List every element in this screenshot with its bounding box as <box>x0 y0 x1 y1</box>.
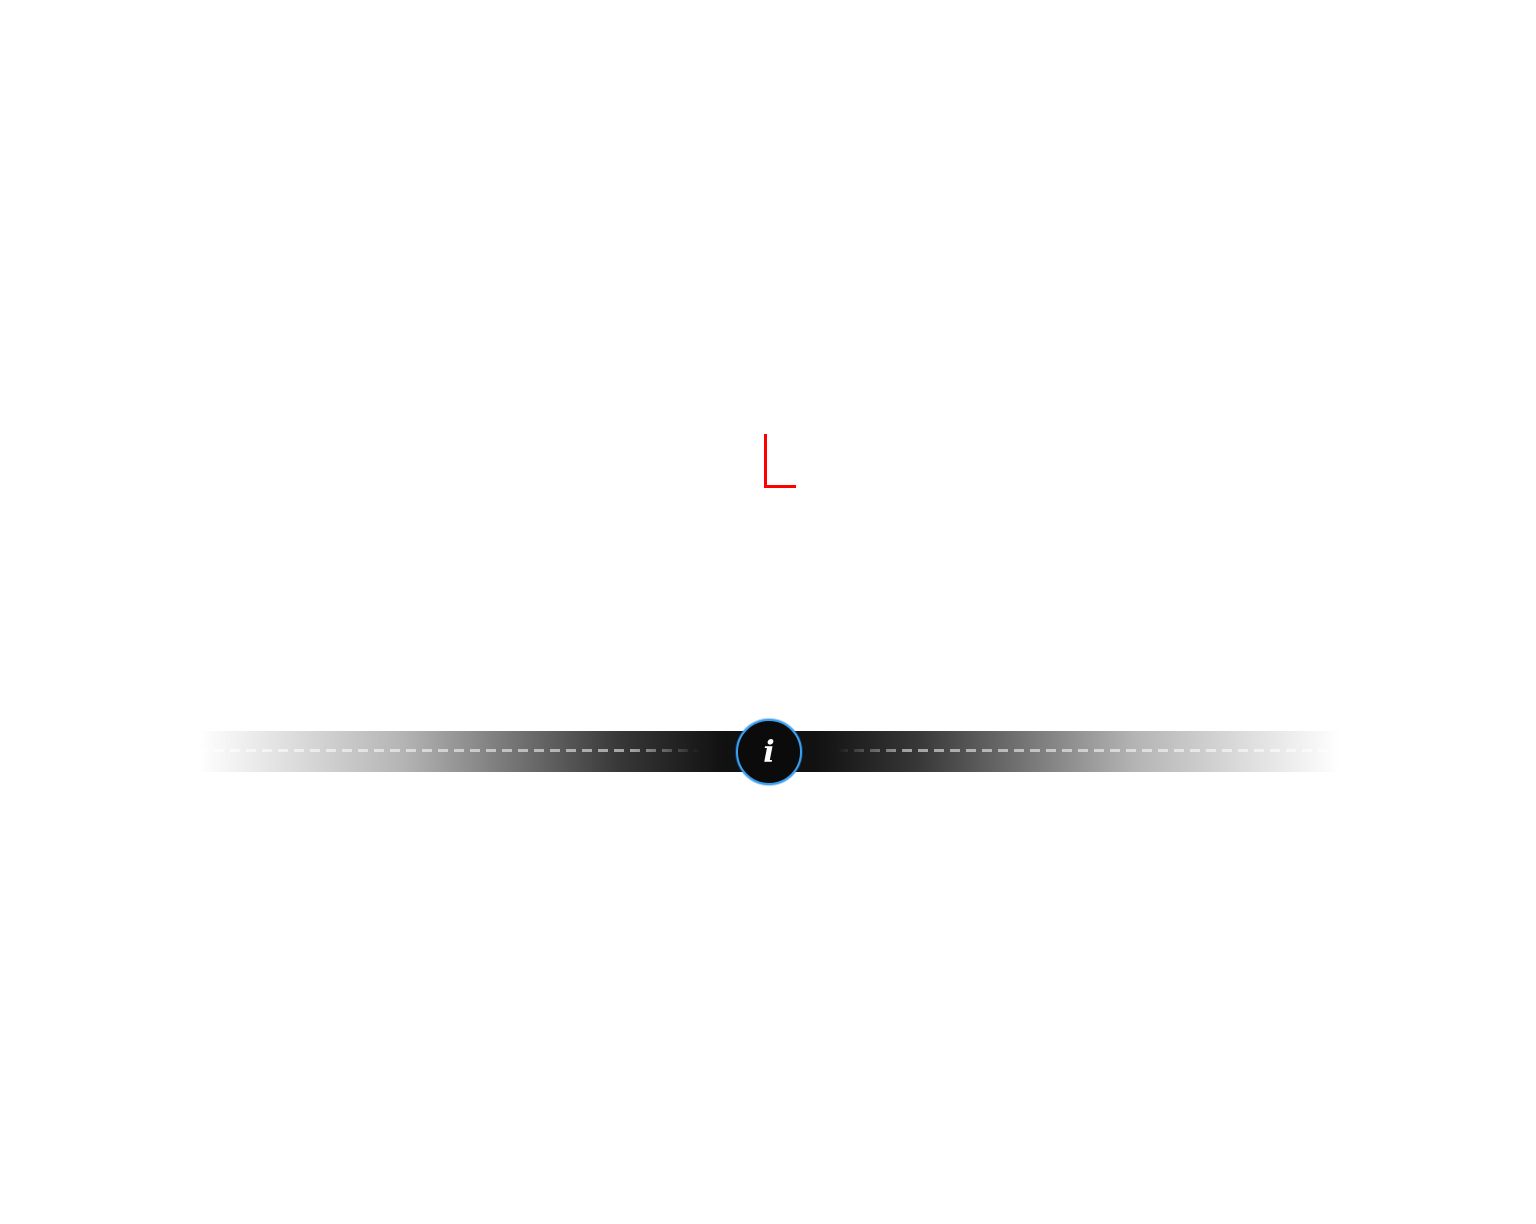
corner-bracket-icon <box>764 434 796 488</box>
info-icon: i <box>763 735 775 770</box>
info-button[interactable]: i <box>736 719 802 785</box>
